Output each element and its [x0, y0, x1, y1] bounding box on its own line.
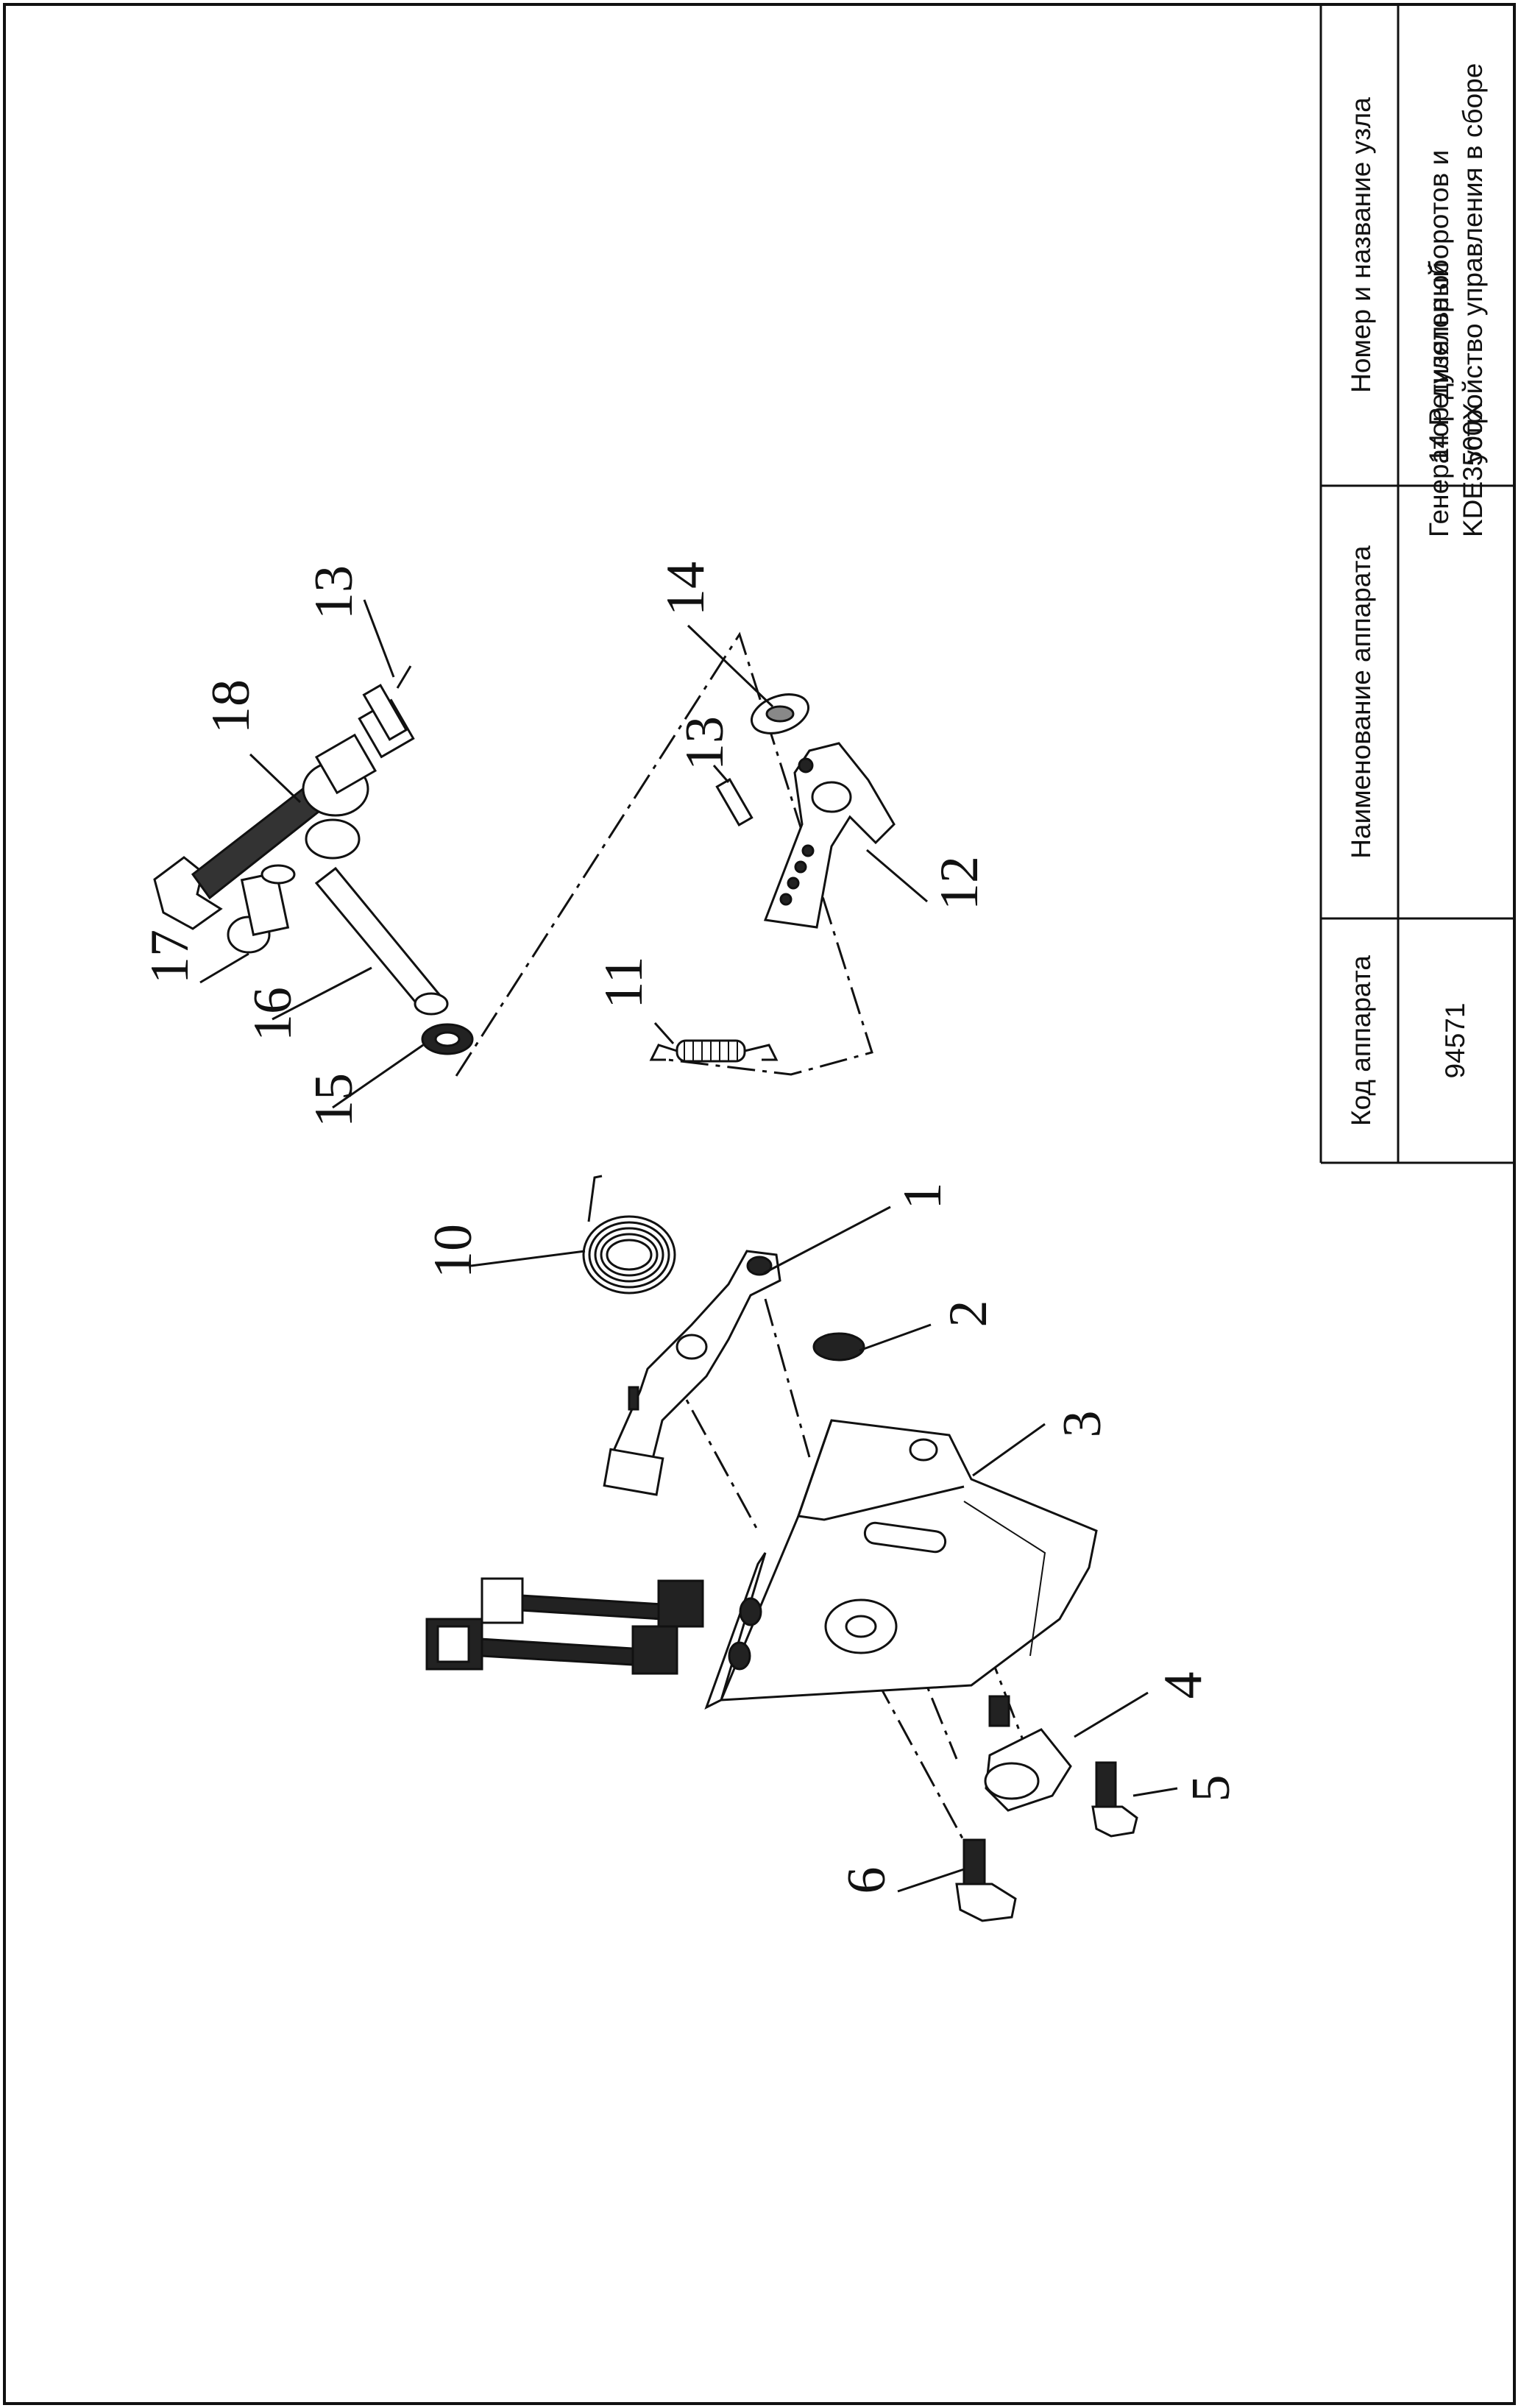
- part-12-governor-lever: [763, 742, 896, 929]
- part-3-bracket: [719, 1419, 1098, 1701]
- name-value-line2: KDE3500X: [1458, 403, 1488, 537]
- callout-3: 3: [1052, 1411, 1113, 1438]
- lower-assembly: [425, 1175, 1138, 1922]
- upper-assembly: [153, 631, 896, 1077]
- assembly-centerline-upper: [455, 631, 873, 1077]
- part-6-bolt: [955, 1838, 1017, 1922]
- part-13-pin-lower: [715, 777, 754, 827]
- callout-6: 6: [837, 1867, 897, 1894]
- callout-13-upper: 13: [304, 565, 364, 620]
- callout-10: 10: [423, 1224, 483, 1278]
- title-block: [1319, 4, 1516, 1164]
- callout-1: 1: [893, 1183, 953, 1210]
- code-header: Код аппарата: [1346, 955, 1376, 1126]
- callout-12: 12: [929, 856, 990, 910]
- code-value: 94571: [1440, 1003, 1470, 1079]
- name-header: Наименование аппарата: [1346, 545, 1376, 859]
- leader-lines: [199, 599, 1178, 1893]
- callout-numbers: 1 2 3 4 5 6 10 11 12 13 13 14 15 16 17 1…: [140, 562, 1241, 1894]
- page-border: [3, 3, 1516, 2405]
- part-1-control-lever: [603, 1250, 781, 1496]
- part-15-washer: [421, 1023, 474, 1055]
- callout-5: 5: [1181, 1775, 1241, 1802]
- part-18-lever: [153, 733, 377, 930]
- callout-2: 2: [938, 1300, 999, 1328]
- part-16-shaft: [314, 866, 449, 1016]
- part-5-bolt: [1091, 1761, 1138, 1838]
- callout-11: 11: [594, 956, 654, 1008]
- unit-header: Номер и название узла: [1346, 97, 1376, 393]
- callout-14: 14: [656, 562, 716, 616]
- callout-4: 4: [1153, 1672, 1213, 1699]
- callout-13-lower: 13: [675, 716, 735, 771]
- part-11-spring: [649, 1039, 779, 1063]
- mounting-plate-with-bolts: [425, 1552, 767, 1710]
- part-13-pin-upper: [358, 665, 415, 759]
- part-14-washer: [751, 693, 809, 734]
- callout-15: 15: [304, 1073, 364, 1127]
- callout-16: 16: [243, 987, 303, 1041]
- part-2-spring: [812, 1332, 865, 1361]
- callout-17: 17: [140, 929, 200, 984]
- unit-value-line2: устройство управления в сборе: [1458, 63, 1488, 464]
- callout-18: 18: [201, 679, 261, 734]
- part-10-torsion-spring: [582, 1175, 676, 1295]
- name-value-line1: Генератор дизельный: [1424, 262, 1454, 537]
- part-4-knob: [984, 1695, 1072, 1812]
- unit-value-line1: 14 Регулятор оборотов и: [1424, 150, 1454, 464]
- part-17-screw: [227, 864, 296, 954]
